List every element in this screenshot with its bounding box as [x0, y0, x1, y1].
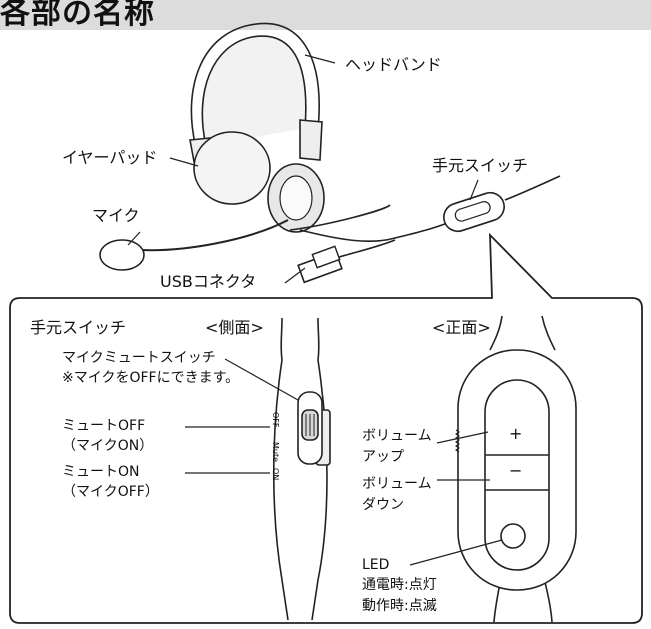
ear-cup-right — [267, 163, 325, 233]
mic-foam — [99, 239, 145, 271]
detail-title: 手元スイッチ — [30, 318, 127, 337]
usb-plug — [297, 245, 343, 284]
label-mute-note: ※マイクをOFFにできます。 — [62, 370, 240, 386]
label-volume-up-1: ボリューム — [362, 428, 432, 444]
page-title: 各部の名称 — [0, 0, 155, 31]
label-mute-on-sub: （マイクOFF） — [62, 484, 159, 500]
switch-mark-minus: − — [509, 461, 523, 480]
label-volume-down-1: ボリューム — [362, 476, 432, 492]
switch-mark-mute: Mute — [271, 442, 280, 463]
title-bar: 各部の名称 — [0, 0, 651, 31]
label-mic: マイク — [92, 206, 140, 225]
switch-mark-on: ON — [271, 468, 280, 481]
label-mute-off: ミュートOFF — [62, 418, 146, 434]
side-view-switch — [272, 317, 331, 621]
label-earpad: イヤーパッド — [62, 148, 158, 167]
label-headband: ヘッドバンド — [345, 55, 442, 74]
leader-lines-detail — [185, 358, 503, 566]
inline-switch-small — [443, 191, 505, 233]
cable — [289, 175, 561, 259]
front-view-label: <正面> — [432, 318, 491, 337]
label-led: LED — [362, 557, 390, 573]
label-hand-switch: 手元スイッチ — [432, 156, 529, 175]
front-view-switch — [455, 315, 577, 623]
ear-cup-left — [193, 131, 271, 205]
label-led-active: 動作時:点滅 — [362, 598, 437, 614]
label-mute-on: ミュートON — [62, 464, 140, 480]
label-led-call: 通電時:点灯 — [362, 577, 437, 593]
label-volume-down-2: ダウン — [362, 497, 404, 513]
label-mute-off-sub: （マイクON） — [62, 438, 154, 454]
label-mute-switch: マイクミュートスイッチ — [62, 350, 216, 366]
label-usb-connector: USBコネクタ — [160, 272, 257, 291]
label-volume-up-2: アップ — [362, 449, 404, 465]
side-view-label: <側面> — [205, 318, 264, 337]
switch-mark-off: OFF — [271, 412, 280, 428]
mic-boom — [99, 219, 289, 271]
leader-lines-top — [127, 54, 479, 284]
switch-mark-plus: + — [509, 424, 523, 443]
